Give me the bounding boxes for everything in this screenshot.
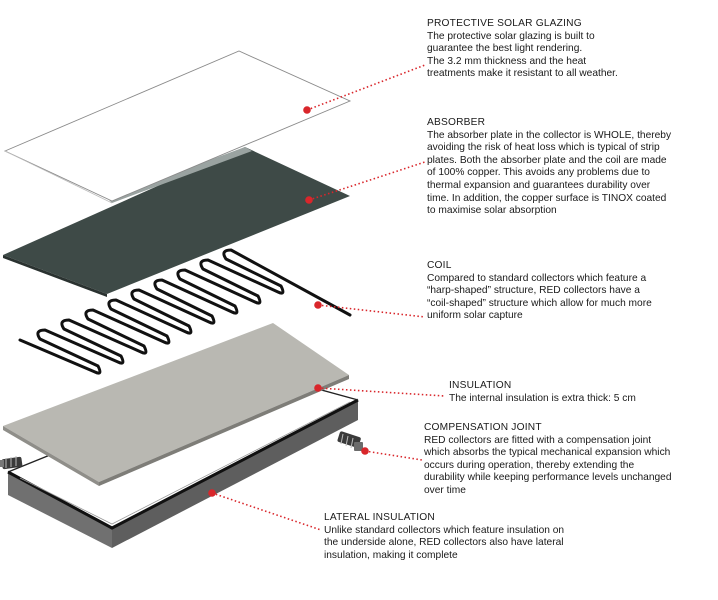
connector-right [337, 431, 363, 451]
leader-coil [317, 304, 426, 318]
leader-lateral [211, 492, 322, 531]
callout-line: guarantee the best light rendering. [427, 43, 583, 55]
dot-coil [314, 301, 322, 309]
callout-line: “coil-shaped” structure which allow for … [427, 297, 652, 309]
coil [18, 248, 352, 375]
frame-inner-lines [19, 401, 351, 525]
callout-line: The internal insulation is extra thick: … [449, 392, 636, 404]
callout-line: insulation, making it complete [324, 549, 458, 561]
frame-right-face [112, 400, 358, 548]
glass-top [3, 50, 352, 202]
callout-title: COMPENSATION JOINT [424, 422, 542, 433]
callout-line: the underside alone, RED collectors also… [324, 537, 564, 549]
frame-top-edge [7, 398, 359, 530]
callout-line: to maximise solar absorption [427, 205, 557, 217]
leader-insulation [317, 387, 446, 397]
absorber-plate [3, 147, 350, 297]
insulation-side [3, 426, 99, 486]
callout-absorber: ABSORBER The absorber plate in the colle… [427, 117, 709, 218]
callout-line: uniform solar capture [427, 310, 523, 322]
collector-frame [7, 379, 359, 548]
callout-title: INSULATION [449, 380, 512, 391]
leader-lines [211, 64, 446, 531]
callout-line: time. In addition, the copper surface is… [427, 192, 667, 204]
callout-title: PROTECTIVE SOLAR GLAZING [427, 18, 582, 29]
callout-line: Unlike standard collectors which feature… [324, 524, 565, 536]
callout-compensation-joint: COMPENSATION JOINT RED collectors are fi… [424, 422, 712, 498]
insulation-top [3, 323, 349, 482]
leader-absorber [308, 161, 426, 201]
callout-line: The protective solar glazing is built to [427, 30, 595, 42]
callout-line: avoiding the risk of heat loss which is … [427, 142, 660, 154]
absorber-highlight [107, 147, 252, 203]
callout-title: LATERAL INSULATION [324, 512, 435, 523]
leader-joint [364, 450, 423, 461]
callout-line: thermal expansion and guarantees durabil… [427, 179, 651, 191]
glass-pane [3, 50, 352, 204]
callout-title: ABSORBER [427, 117, 486, 128]
coil-path [18, 248, 352, 375]
leader-glazing [306, 64, 426, 111]
callout-line: treatments make it resistant to all weat… [427, 68, 618, 80]
callout-line: The absorber plate in the collector is W… [427, 129, 672, 141]
connector-left [0, 456, 23, 470]
callout-line: of 100% copper. This avoids any problems… [427, 167, 650, 179]
dot-insulation [314, 384, 322, 392]
insulation-slab [3, 323, 349, 486]
frame-front-face [8, 472, 112, 548]
callout-title: COIL [427, 260, 452, 271]
callout-lateral-insulation: LATERAL INSULATION Unlike standard colle… [324, 512, 614, 562]
dot-glazing [303, 106, 311, 114]
insulation-side-right [99, 375, 349, 486]
callout-insulation: INSULATION The internal insulation is ex… [449, 380, 709, 405]
absorber-top [3, 147, 350, 294]
dot-lateral [208, 489, 216, 497]
callout-line: The 3.2 mm thickness and the heat [427, 55, 587, 67]
leader-dots [208, 106, 369, 497]
callout-line: occurs during operation, thereby extendi… [424, 459, 635, 471]
dot-joint [361, 447, 369, 455]
callout-line: Compared to standard collectors which fe… [427, 272, 647, 284]
callout-line: plates. Both the absorber plate and the … [427, 154, 667, 166]
callout-line: durability while keeping performance lev… [424, 472, 672, 484]
callout-coil: COIL Compared to standard collectors whi… [427, 260, 707, 323]
callout-line: which absorbs the typical mechanical exp… [424, 447, 671, 459]
frame-inner-edge [7, 454, 51, 473]
callout-line: RED collectors are fitted with a compens… [424, 434, 652, 446]
callout-protective-solar-glazing: PROTECTIVE SOLAR GLAZING The protective … [427, 18, 707, 81]
callout-line: “harp-shaped” structure, RED collectors … [427, 285, 640, 297]
absorber-edge [3, 255, 107, 297]
dot-absorber [305, 196, 313, 204]
callout-line: over time [424, 484, 466, 496]
